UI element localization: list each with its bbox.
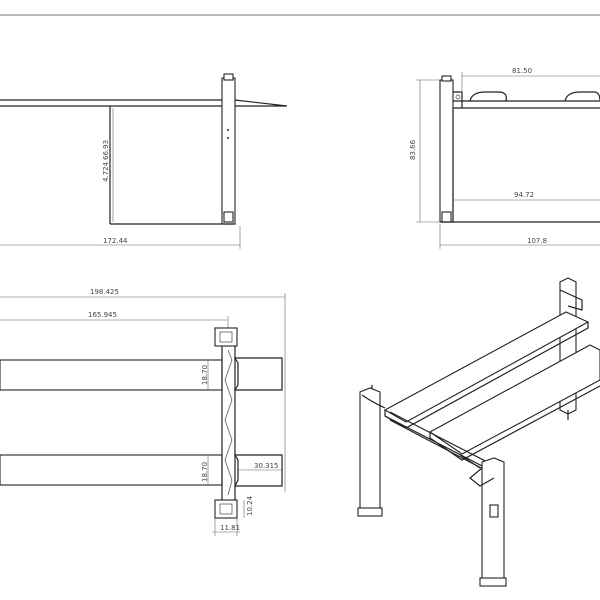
top-runway-upper <box>0 359 223 391</box>
iso-post-front-right-foot <box>479 577 507 587</box>
side-post <box>221 77 236 225</box>
side-post-cap <box>223 73 234 81</box>
side-gap-label: 4.724 <box>102 161 110 182</box>
top-deck-lower-label: 18.70 <box>201 462 209 482</box>
end-bracket <box>453 91 463 108</box>
side-post-foot <box>223 211 234 223</box>
end-bracket-pin <box>455 94 461 100</box>
top-post-lower <box>214 499 238 519</box>
iso-post-front-right-head <box>469 467 495 487</box>
top-post-lower-inner <box>219 503 233 515</box>
iso-post-front-right <box>481 457 505 587</box>
end-post-cap <box>441 75 452 82</box>
side-height-label: 66.93 <box>102 140 110 160</box>
iso-post-front-left-head <box>361 394 386 409</box>
top-view: 198.425 165.945 18.70 18.70 30.315 11.8 <box>0 288 286 536</box>
top-post-upper <box>214 327 238 347</box>
end-post <box>439 79 454 223</box>
top-runway-lower <box>0 454 223 486</box>
top-post-depth-label: 10.24 <box>246 495 254 516</box>
end-height-label: 83.66 <box>409 139 417 160</box>
end-tire-stop-left <box>469 91 507 102</box>
iso-post-front-left-foot <box>357 507 383 517</box>
top-crossbar-zigzag <box>224 349 233 496</box>
top-ramp-label: 30.315 <box>254 462 279 470</box>
end-tire-stop-right <box>564 91 600 102</box>
top-inner-length-label: 165.945 <box>88 311 117 319</box>
iso-deck-near <box>428 344 600 455</box>
top-post-width-label: 11.81 <box>220 524 240 532</box>
side-ramp <box>234 99 288 107</box>
end-top-width-label: 81.50 <box>512 67 532 75</box>
end-base-width-label: 107.8 <box>527 237 547 245</box>
end-post-foot <box>441 211 452 223</box>
side-post-bolt-upper <box>227 129 229 131</box>
isometric-view <box>357 277 600 587</box>
iso-post-front-left <box>359 387 381 517</box>
top-ramp-upper <box>233 357 283 391</box>
end-view: 81.50 83.66 94.72 107.8 <box>409 67 600 249</box>
side-length-label: 172.44 <box>103 237 128 245</box>
iso-post-front-right-latch <box>489 504 499 518</box>
side-post-bolt-lower <box>227 137 229 139</box>
top-deck-upper-label: 18.70 <box>201 365 209 385</box>
iso-ramp-tail <box>459 454 481 469</box>
iso-post-back-right-head <box>559 289 583 311</box>
top-post-upper-inner <box>219 331 233 343</box>
end-inner-width-label: 94.72 <box>514 191 534 199</box>
top-ramp-lower <box>233 454 283 487</box>
top-overall-length-label: 198.425 <box>90 288 119 296</box>
side-view: 172.44 66.93 4.724 <box>0 73 288 249</box>
